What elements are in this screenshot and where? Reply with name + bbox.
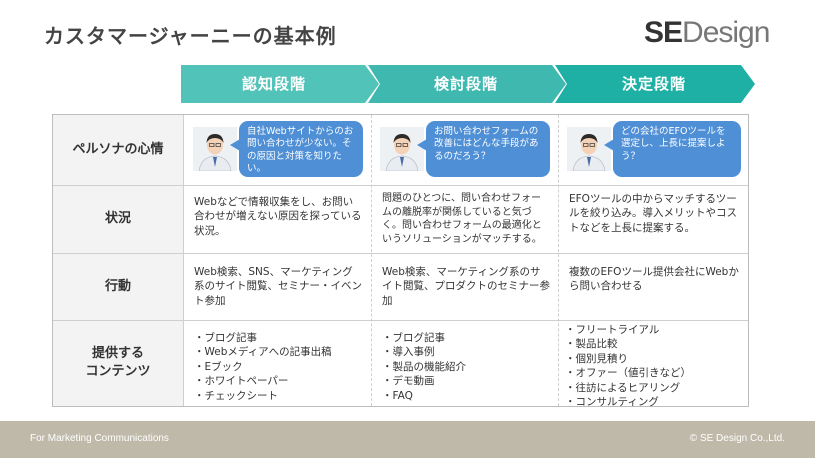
row-divider (53, 185, 748, 186)
list-item: ・ブログ記事 (194, 332, 257, 344)
phase-awareness-label: 認知段階 (241, 75, 306, 93)
list-item: ・製品比較 (565, 338, 618, 351)
list-item: ・フリートライアル (565, 324, 660, 336)
speech-bubble-tail (604, 139, 614, 151)
action-cell-decision: 複数のEFOツール提供会社にWebから問い合わせる (569, 266, 739, 293)
column-divider (183, 115, 184, 406)
row-header-situation: 状況 (53, 185, 183, 253)
company-logo: SEDesign (644, 16, 770, 50)
list-item: ・導入事例 (382, 346, 435, 359)
phase-consideration-chevron (368, 65, 566, 103)
speech-bubble-tail (417, 139, 427, 151)
footer-copyright: © SE Design Co.,Ltd. (689, 433, 785, 444)
phase-decision: 決定段階 (555, 65, 755, 103)
list-item: ・製品の機能紹介 (382, 360, 466, 373)
contents-list-awareness: ・ブログ記事 ・Webメディアへの記事出稿 ・Eブック ・ホワイトペーパー ・チ… (194, 331, 364, 403)
persona-speech-bubble: お問い合わせフォームの改善にはどんな手段があるのだろう？ (426, 121, 550, 177)
list-item: ・ブログ記事 (382, 332, 445, 344)
phase-decision-chevron (555, 65, 755, 103)
list-item: ・個別見積り (565, 352, 628, 365)
situation-cell-decision: EFOツールの中からマッチするツールを絞り込み。導入メリットやコストなどを上長に… (569, 193, 737, 234)
persona-speech-bubble: どの会社のEFOツールを選定し、上長に提案しよう？ (613, 121, 741, 177)
situation-cell-consideration: 問題のひとつに、問い合わせフォームの離脱率が関係していると気づく。問い合わせフォ… (382, 193, 542, 245)
list-item: ・デモ動画 (382, 375, 435, 388)
footer-tagline: For Marketing Communications (30, 433, 169, 444)
persona-avatar-icon (567, 127, 611, 171)
column-divider (558, 115, 559, 406)
phase-decision-label: 決定段階 (621, 75, 686, 93)
logo-design: Design (682, 16, 770, 49)
journey-grid: ペルソナの心情 状況 行動 提供する コンテンツ 自社Webサイトからのお問い合… (52, 114, 749, 410)
column-divider (371, 115, 372, 406)
logo-se: SE (644, 16, 683, 49)
row-divider (53, 253, 748, 254)
list-item: ・ホワイトペーパー (194, 375, 289, 388)
list-item: ・コンサルティング (565, 396, 659, 409)
row-header-persona: ペルソナの心情 (53, 115, 183, 185)
contents-list-consideration: ・ブログ記事 ・導入事例 ・製品の機能紹介 ・デモ動画 ・FAQ (382, 331, 552, 403)
action-cell-awareness: Web検索、SNS、マーケティング系のサイト閲覧、セミナー・イベント参加 (194, 266, 362, 307)
persona-avatar-icon (193, 127, 237, 171)
situation-cell-awareness: Webなどで情報収集をし、お問い合わせが増えない原因を探っている状況。 (194, 196, 362, 237)
list-item: ・Webメディアへの記事出稿 (194, 346, 332, 359)
contents-list-decision: ・フリートライアル ・製品比較 ・個別見積り ・オファー（値引きなど） ・往訪に… (565, 323, 741, 410)
list-item: ・チェックシート (194, 389, 278, 402)
list-item: ・Eブック (194, 360, 243, 373)
row-header-action: 行動 (53, 253, 183, 320)
row-header-contents: 提供する コンテンツ (53, 320, 183, 406)
phase-awareness-chevron (181, 65, 379, 103)
phase-awareness: 認知段階 (181, 65, 379, 103)
list-item: ・オファー（値引きなど） (565, 367, 691, 380)
phase-consideration: 検討段階 (368, 65, 566, 103)
footer-bar: For Marketing Communications © SE Design… (0, 421, 815, 458)
list-item: ・FAQ (382, 389, 413, 402)
action-cell-consideration: Web検索、マーケティング系のサイト閲覧、プロダクトのセミナー参加 (382, 266, 550, 307)
speech-bubble-tail (230, 139, 240, 151)
page-title: カスタマージャーニーの基本例 (44, 24, 337, 48)
list-item: ・往訪によるヒアリング (565, 381, 681, 394)
persona-avatar-icon (380, 127, 424, 171)
persona-speech-bubble: 自社Webサイトからのお問い合わせが少ない。その原因と対策を知りたい。 (239, 121, 363, 177)
row-divider (53, 320, 748, 321)
phase-consideration-label: 検討段階 (433, 75, 498, 93)
